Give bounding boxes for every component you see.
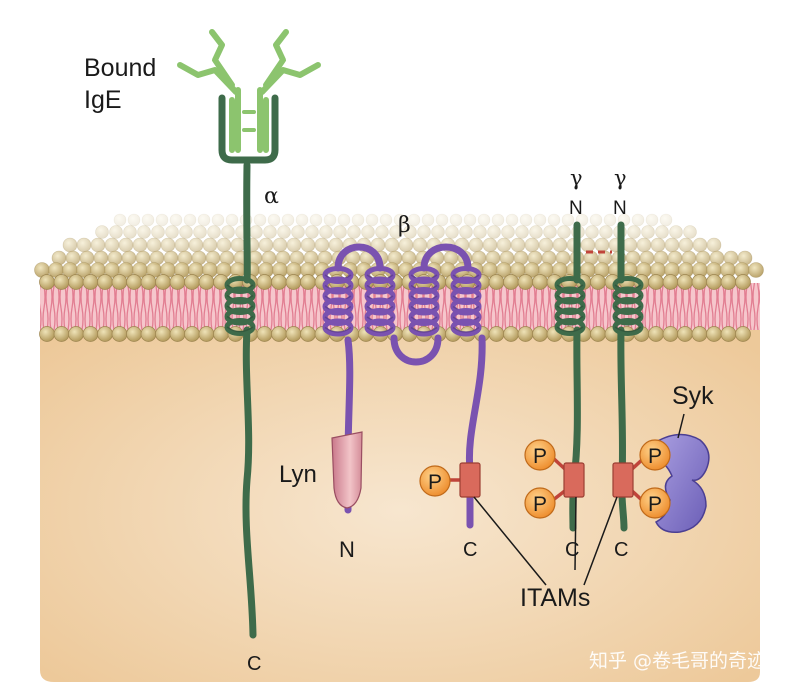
phosphate-beta: P — [419, 465, 451, 497]
lyn-kinase — [331, 431, 363, 509]
bound-ige-label-line2: IgE — [84, 86, 122, 114]
phosphates: P P P P P — [419, 439, 671, 519]
phosphate-gamma-1-bottom: P — [524, 487, 556, 519]
beta-c-terminus-label: C — [463, 539, 477, 561]
phosphate-gamma-1-top: P — [524, 439, 556, 471]
alpha-chain — [218, 94, 279, 639]
alpha-label: α — [264, 184, 279, 209]
lyn-shape — [331, 431, 363, 509]
lyn-label: Lyn — [279, 461, 317, 488]
gamma-1-n-label: N — [569, 198, 583, 219]
gamma-2-label: γ — [614, 166, 627, 190]
syk-label: Syk — [672, 382, 714, 410]
itam-group — [446, 456, 646, 504]
watermark: 知乎 @卷毛哥的奇迹 — [589, 650, 766, 672]
itam-gamma-1 — [563, 462, 585, 498]
svg-text:P: P — [648, 493, 662, 516]
itam-gamma-2 — [612, 462, 634, 498]
gamma-2-n-label: N — [613, 198, 627, 219]
gamma-2-c-terminus-label: C — [614, 539, 628, 561]
gamma-1-label: γ — [570, 166, 583, 190]
itam-callout-lines — [473, 496, 618, 586]
gamma-1-c-terminus-label: C — [565, 539, 579, 561]
beta-n-terminus-label: N — [339, 537, 355, 562]
alpha-chain-strand — [242, 161, 257, 639]
svg-text:P: P — [428, 471, 442, 494]
alpha-helix — [224, 276, 256, 336]
membrane-outer-surface — [34, 213, 764, 278]
syk-pointer — [677, 413, 685, 439]
gamma-1-helix — [554, 276, 586, 336]
alpha-c-terminus-label: C — [247, 653, 261, 675]
svg-text:P: P — [648, 445, 662, 468]
phosphate-gamma-2-top: P — [639, 439, 671, 471]
bound-ige — [177, 29, 321, 153]
beta-chain-strand — [334, 243, 486, 529]
bound-ige-label-line1: Bound — [84, 54, 156, 82]
beta-chain — [322, 243, 486, 529]
svg-text:P: P — [533, 445, 547, 468]
gamma-2-helix — [612, 276, 644, 336]
beta-helices — [322, 266, 482, 337]
beta-label: β — [398, 213, 411, 238]
itam-beta — [459, 462, 481, 498]
itams-label: ITAMs — [520, 584, 590, 612]
svg-text:P: P — [533, 493, 547, 516]
phosphate-gamma-2-bottom: P — [639, 487, 671, 519]
alpha-extracellular-domain — [218, 94, 279, 164]
lipid-tail-band — [40, 283, 760, 330]
